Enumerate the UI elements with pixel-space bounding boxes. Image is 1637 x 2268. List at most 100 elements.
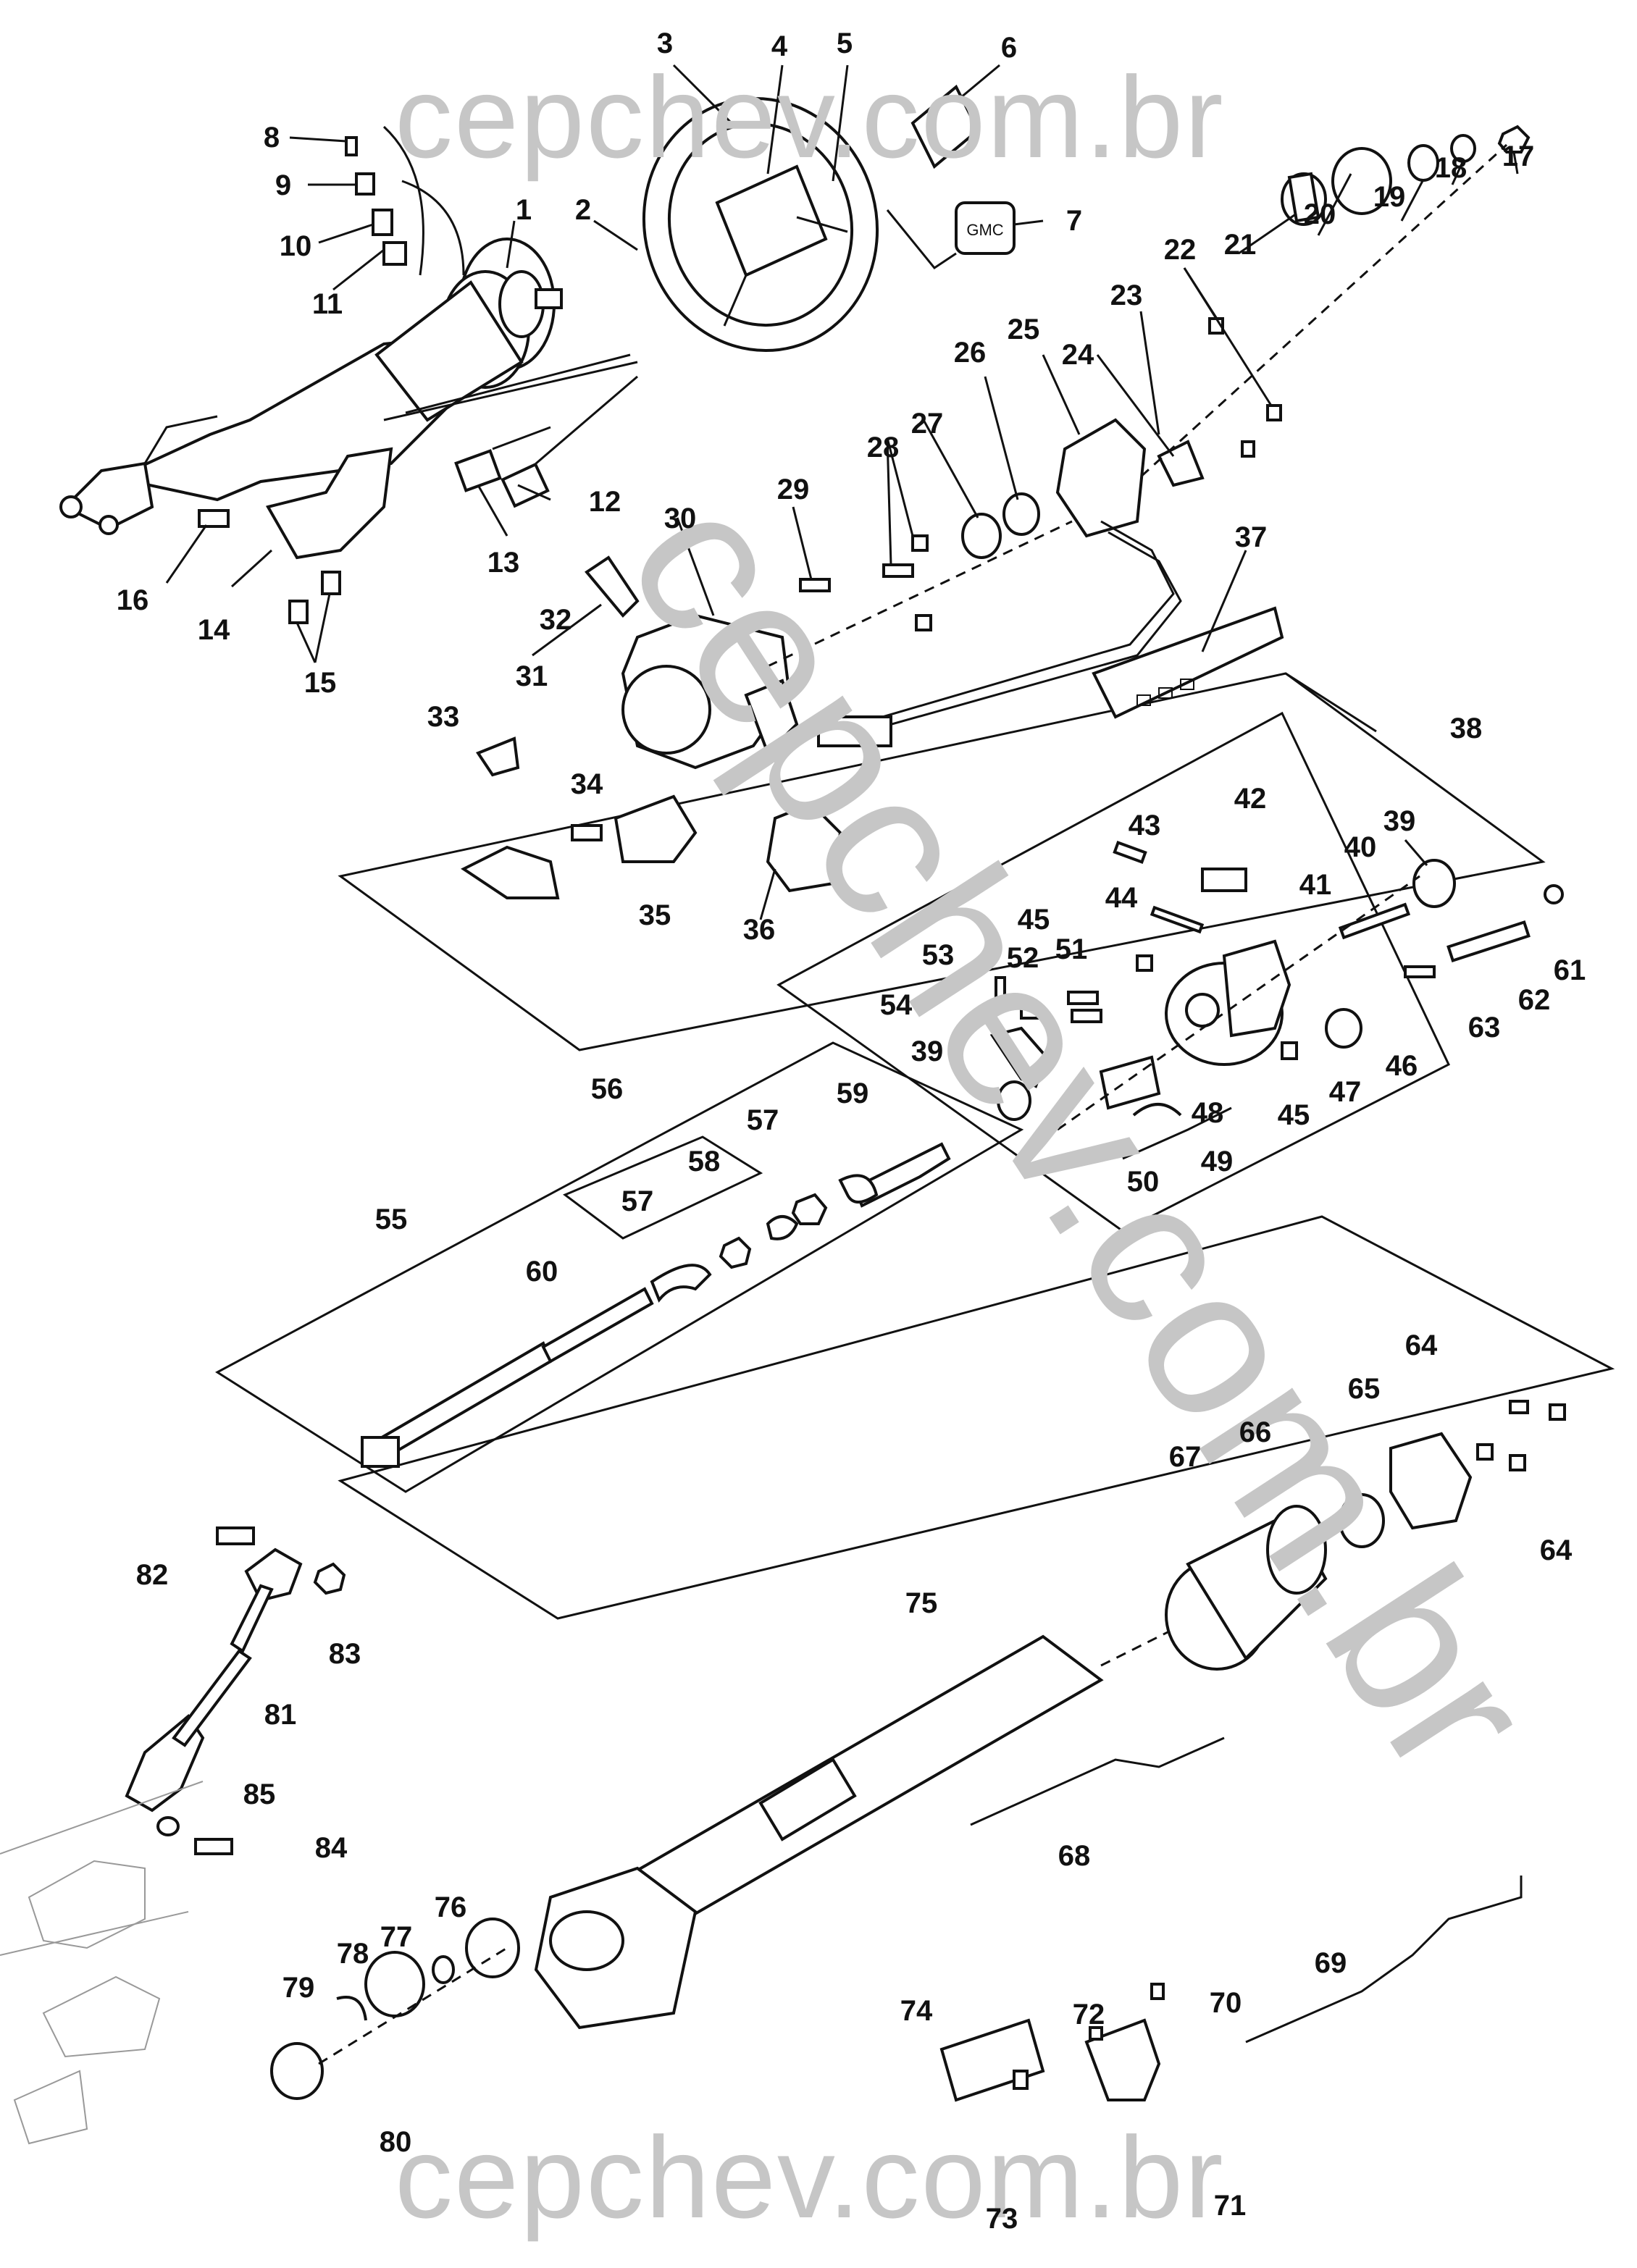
callout-22: 22 xyxy=(1163,234,1197,266)
callout-48: 48 xyxy=(1191,1097,1224,1129)
callout-34: 34 xyxy=(570,768,603,800)
callout-3: 3 xyxy=(656,28,674,59)
callout-20: 20 xyxy=(1303,198,1336,230)
bearings-76-80 xyxy=(270,1918,520,2100)
callout-6: 6 xyxy=(1000,32,1018,64)
steering-gear-sketch xyxy=(0,1781,204,2145)
callout-55: 55 xyxy=(374,1204,408,1235)
callout-50: 50 xyxy=(1126,1166,1160,1198)
callout-26: 26 xyxy=(953,337,987,369)
callout-57a: 57 xyxy=(746,1104,779,1136)
callout-75: 75 xyxy=(905,1587,938,1619)
callout-68: 68 xyxy=(1058,1840,1091,1872)
callout-64b: 64 xyxy=(1539,1534,1573,1566)
callout-11: 11 xyxy=(311,288,343,320)
column-jacket-75 xyxy=(534,1570,1290,2030)
callout-69: 69 xyxy=(1314,1947,1347,1979)
callout-30: 30 xyxy=(663,503,697,534)
callout-21: 21 xyxy=(1223,229,1257,261)
callout-71: 71 xyxy=(1213,2190,1247,2222)
callout-64a: 64 xyxy=(1404,1330,1438,1361)
callout-37: 37 xyxy=(1234,521,1268,553)
callout-35: 35 xyxy=(638,899,671,931)
callout-84: 84 xyxy=(314,1832,348,1864)
housing-30 xyxy=(621,520,1073,770)
callout-9: 9 xyxy=(275,169,292,201)
callout-70: 70 xyxy=(1209,1987,1242,2019)
callout-81: 81 xyxy=(264,1699,297,1731)
callout-17: 17 xyxy=(1502,140,1535,172)
bulb-31 xyxy=(585,555,640,618)
parts-56-59 xyxy=(719,1142,951,1269)
callout-76: 76 xyxy=(434,1891,467,1923)
frame-56 xyxy=(563,1135,763,1240)
switch-35 xyxy=(571,794,698,863)
frame-38-inner xyxy=(776,711,1450,1232)
bolt-16 xyxy=(198,509,230,528)
callout-73: 73 xyxy=(985,2203,1018,2235)
callout-58: 58 xyxy=(687,1146,721,1177)
callout-4: 4 xyxy=(771,30,788,62)
callout-62: 62 xyxy=(1517,984,1551,1016)
callout-72: 72 xyxy=(1072,1999,1105,2030)
callout-7: 7 xyxy=(1065,205,1083,237)
callout-44: 44 xyxy=(1105,882,1138,914)
callout-47: 47 xyxy=(1328,1076,1362,1108)
callout-28: 28 xyxy=(866,432,900,463)
callout-13: 13 xyxy=(487,547,520,579)
callout-29: 29 xyxy=(776,474,810,505)
frame-38 xyxy=(338,672,1546,1051)
frame-55 xyxy=(215,1041,1024,1493)
callout-25: 25 xyxy=(1007,314,1040,345)
gmc-badge-text: GMC xyxy=(966,221,1003,239)
callout-43: 43 xyxy=(1128,810,1161,841)
parts-64-66 xyxy=(1339,1400,1566,1548)
callout-32: 32 xyxy=(539,604,572,636)
callout-83: 83 xyxy=(328,1638,361,1670)
screws-28-29 xyxy=(799,534,932,631)
callout-45b: 45 xyxy=(1277,1099,1310,1131)
gmc-badge-7 xyxy=(955,201,1016,255)
callout-5: 5 xyxy=(836,28,853,59)
callout-8: 8 xyxy=(263,122,280,154)
horn-pad-6 xyxy=(910,84,980,169)
callout-19: 19 xyxy=(1373,181,1406,213)
rod-49 xyxy=(1122,1106,1232,1160)
callout-57b: 57 xyxy=(621,1185,654,1217)
part-34-35 xyxy=(461,845,560,899)
trim-37 xyxy=(1092,606,1284,719)
shaft-60 xyxy=(361,1264,712,1468)
callout-56: 56 xyxy=(590,1073,624,1105)
callout-78: 78 xyxy=(336,1938,369,1970)
rings-26-27 xyxy=(961,492,1040,559)
sleeve-67 xyxy=(1165,1505,1328,1671)
bracket-14 xyxy=(265,447,393,560)
callout-33: 33 xyxy=(427,701,460,733)
steering-wheel-2 xyxy=(642,96,879,353)
callout-65: 65 xyxy=(1347,1373,1381,1405)
callout-80: 80 xyxy=(379,2126,412,2158)
callout-40: 40 xyxy=(1344,831,1377,863)
callout-1: 1 xyxy=(515,194,532,226)
callout-53: 53 xyxy=(921,939,955,971)
parts-12-13 xyxy=(454,375,638,508)
switch-25 xyxy=(817,418,1182,747)
callout-82: 82 xyxy=(135,1559,169,1591)
callout-45a: 45 xyxy=(1017,904,1050,936)
callout-46: 46 xyxy=(1385,1050,1418,1082)
callout-59: 59 xyxy=(836,1078,869,1109)
callout-39b: 39 xyxy=(910,1036,944,1067)
callout-23: 23 xyxy=(1110,280,1143,311)
callout-74: 74 xyxy=(900,1995,933,2027)
parts-70-74 xyxy=(939,1983,1165,2102)
callout-27: 27 xyxy=(910,408,944,440)
frame-column xyxy=(338,1215,1615,1620)
parts-39-63 xyxy=(989,841,1564,1131)
watermark-bottom: cepchev.com.br xyxy=(395,2112,1225,2242)
callout-63: 63 xyxy=(1468,1012,1501,1043)
clip-33 xyxy=(475,736,520,777)
leader-lines xyxy=(165,64,1519,920)
callout-52: 52 xyxy=(1006,942,1039,974)
callout-38: 38 xyxy=(1449,713,1483,744)
